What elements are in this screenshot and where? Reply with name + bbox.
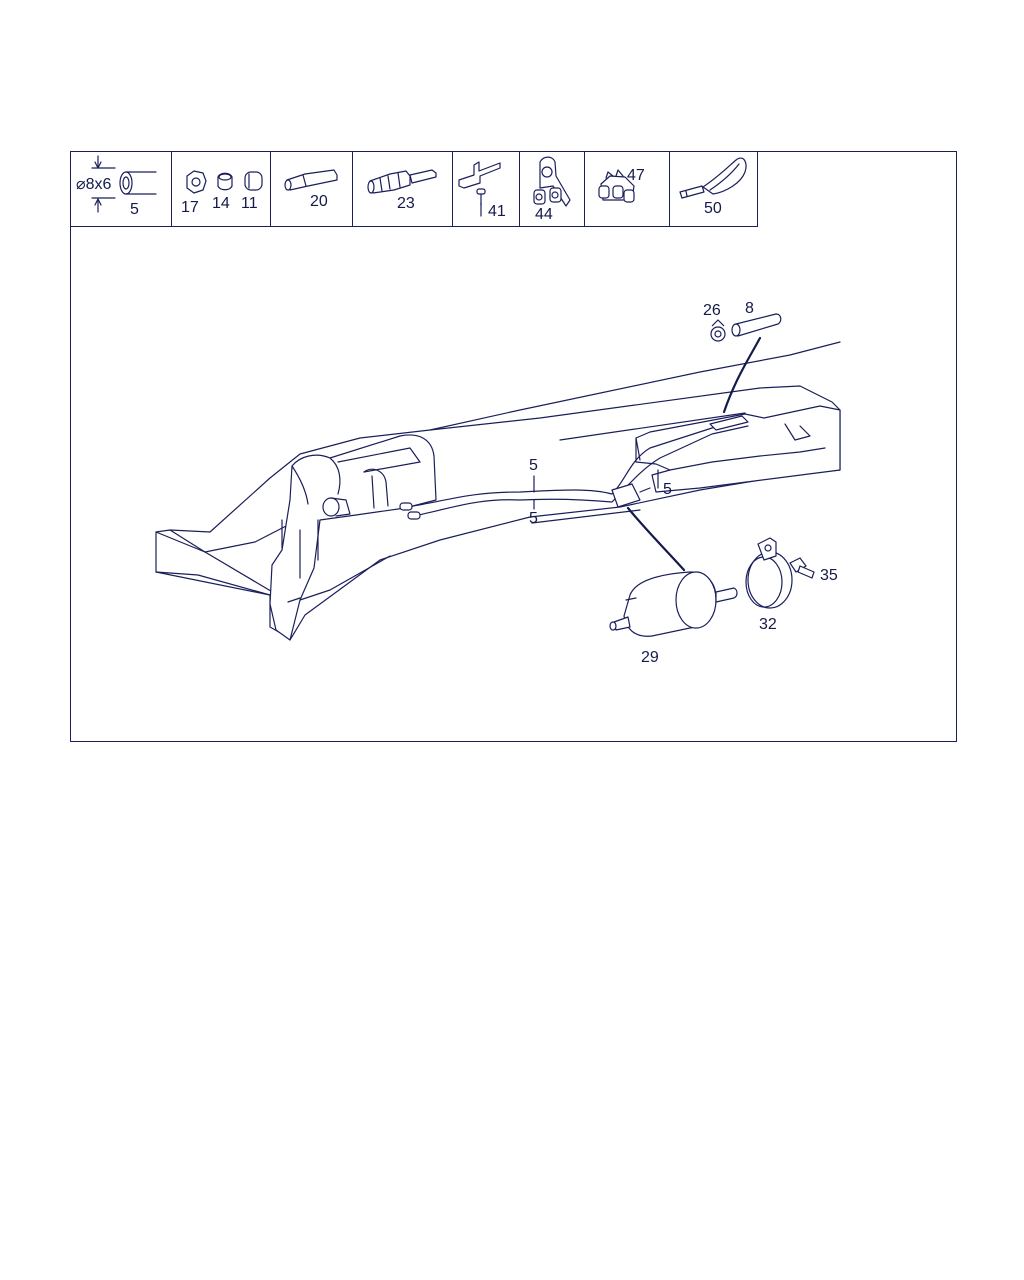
label-11: 11	[241, 195, 258, 212]
label-17: 17	[181, 199, 199, 216]
fuel-filter-icon[interactable]	[609, 571, 738, 637]
parts-cell-quick-connector[interactable]	[353, 152, 453, 227]
diagram-frame	[70, 151, 957, 742]
arrow-to-filter-29	[626, 506, 686, 572]
callout-5-bottom: 5	[529, 510, 538, 527]
label-5: 5	[130, 201, 139, 218]
label-44: 44	[535, 206, 553, 223]
chassis-frame-drawing	[155, 341, 841, 641]
parts-cell-line-clip[interactable]	[520, 152, 585, 227]
callout-35: 35	[820, 567, 838, 584]
sleeve-icon[interactable]	[217, 172, 233, 191]
nut-icon[interactable]	[186, 170, 207, 194]
fuel-line-5[interactable]	[399, 419, 749, 520]
callout-26: 26	[703, 302, 721, 319]
callout-8: 8	[745, 300, 754, 317]
cable-tie-icon[interactable]	[679, 157, 747, 199]
callout-5-right: 5	[663, 481, 672, 498]
hose-end-connection[interactable]	[709, 415, 749, 431]
parts-cell-double-clip[interactable]	[585, 152, 670, 227]
label-41: 41	[488, 203, 506, 220]
filter-clamp-strap-icon[interactable]	[745, 537, 793, 609]
label-hose-dimension: ⌀8x6	[76, 176, 112, 193]
callout-5-top: 5	[529, 457, 538, 474]
label-20: 20	[310, 193, 328, 210]
callout-32: 32	[759, 616, 777, 633]
parts-cell-bracket[interactable]	[453, 152, 520, 227]
clamp-screw-icon[interactable]	[789, 557, 815, 579]
parts-cell-cable-tie[interactable]	[670, 152, 758, 227]
label-47: 47	[627, 167, 645, 184]
parts-cell-nut-sleeve-ring[interactable]	[172, 152, 271, 227]
hose-clamp-icon[interactable]	[710, 319, 726, 342]
screw-icon[interactable]	[476, 188, 486, 217]
parts-cell-connector-pipe[interactable]	[271, 152, 353, 227]
double-clip-icon[interactable]	[598, 169, 635, 203]
connector-pipe-icon[interactable]	[284, 169, 338, 191]
bracket-icon[interactable]	[458, 161, 501, 189]
arrow-to-hose-8	[722, 336, 762, 414]
line-clip-icon[interactable]	[533, 156, 571, 207]
label-14: 14	[212, 195, 230, 212]
callout-29: 29	[641, 649, 659, 666]
inline-fuel-filter[interactable]	[611, 483, 651, 508]
fuel-hose-icon[interactable]	[91, 155, 157, 213]
quick-connector-icon[interactable]	[367, 169, 437, 194]
hose-piece-icon[interactable]	[731, 313, 782, 337]
label-50: 50	[704, 200, 722, 217]
label-23: 23	[397, 195, 415, 212]
parts-cell-hose[interactable]	[71, 152, 172, 227]
ring-icon[interactable]	[244, 171, 263, 191]
